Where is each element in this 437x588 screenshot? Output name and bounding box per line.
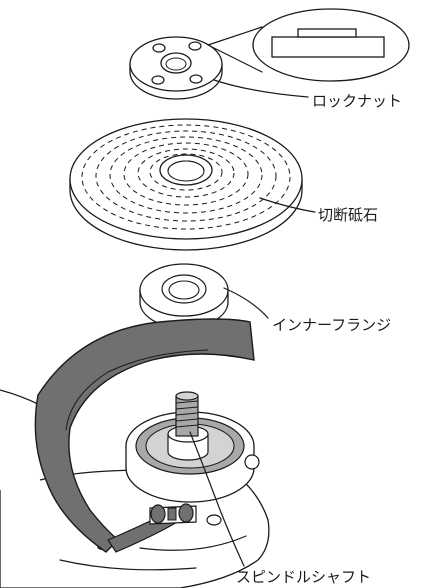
lock-nut — [129, 36, 223, 100]
callout-inner-flange: インナーフランジ — [223, 287, 391, 334]
callout-spindle-shaft: スピンドルシャフト — [189, 431, 371, 586]
spindle-shaft — [167, 391, 209, 461]
label-spindle-shaft: スピンドルシャフト — [236, 568, 371, 586]
lock-nut-pin-holes — [151, 41, 203, 85]
cutting-wheel — [69, 118, 303, 251]
label-inner-flange: インナーフランジ — [272, 316, 391, 334]
callout-cutting-wheel: 切断砥石 — [259, 197, 378, 224]
guard-clamp — [149, 503, 197, 525]
lock-nut-detail-balloon — [207, 8, 410, 82]
label-lock-nut: ロックナット — [312, 92, 402, 110]
callout-lock-nut: ロックナット — [213, 79, 402, 110]
cutting-wheel-texture — [81, 124, 291, 230]
wheel-guard — [34, 318, 255, 553]
label-cutting-wheel: 切断砥石 — [318, 206, 378, 224]
lock-nut-side-profile-icon — [271, 28, 385, 58]
spindle-threads — [175, 400, 199, 428]
